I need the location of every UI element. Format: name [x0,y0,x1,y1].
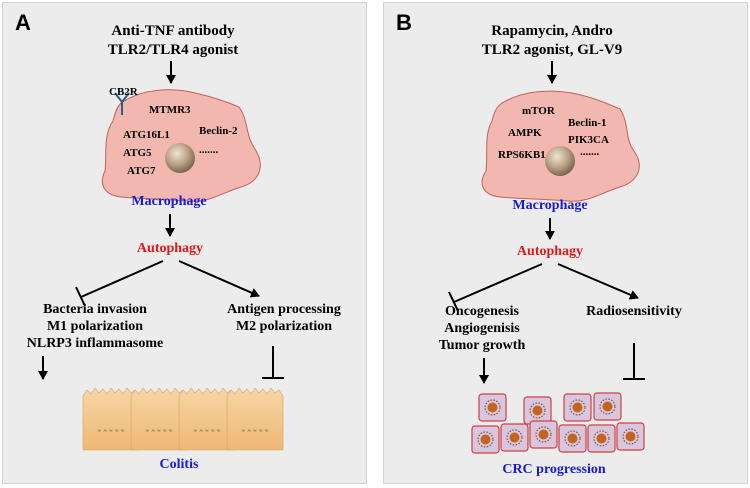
epithelial-cell: ≈ ≈ ≈ ≈ ≈ [82,387,140,451]
inhibited-3: Tumor growth [439,338,526,353]
tumor-cell [593,392,622,421]
tumor-cell [529,420,558,449]
promoted-1: Antigen processing [227,302,341,317]
gene-dots: ....... [580,146,600,158]
tumor-cell [563,393,592,422]
cell-label: Macrophage [131,194,206,209]
inhibited-2: Angiogenisis [444,321,520,336]
svg-text:≈ ≈ ≈ ≈ ≈: ≈ ≈ ≈ ≈ ≈ [97,428,124,434]
inhibited-1: Oncogenesis [445,304,519,319]
panel-b: B Rapamycin, Andro TLR2 agonist, GL-V9 m… [383,2,748,484]
svg-text:≈ ≈ ≈ ≈ ≈: ≈ ≈ ≈ ≈ ≈ [193,428,220,434]
svg-text:≈ ≈ ≈ ≈ ≈: ≈ ≈ ≈ ≈ ≈ [145,428,172,434]
tumor-cell [587,424,616,453]
nucleus [545,146,575,176]
gene-mtor: mTOR [522,105,556,117]
svg-text:≈ ≈ ≈ ≈ ≈: ≈ ≈ ≈ ≈ ≈ [241,428,268,434]
gene-pik3ca: PIK3CA [568,134,609,146]
epithelial-cell: ≈ ≈ ≈ ≈ ≈ [130,387,188,451]
process-label: Autophagy [137,241,203,256]
promoted-1: Radiosensitivity [586,304,682,319]
promotion-branch [178,260,260,298]
tumor-tissue [471,392,645,454]
gene-rps6kb1: RPS6KB1 [498,149,546,161]
gene-atg7: ATG7 [127,165,156,177]
panel-a-letter: A [15,10,31,35]
gene-beclin2: Beclin-2 [199,125,238,137]
inhibited-2: M1 polarization [47,319,143,334]
inhibition-bar [75,286,86,307]
cb2r-receptor-icon [114,92,130,115]
colonic-epithelium: ≈ ≈ ≈ ≈ ≈ ≈ ≈ ≈ ≈ ≈ ≈ ≈ ≈ ≈ ≈ ≈ ≈ ≈ ≈ ≈ [82,387,284,451]
receptor-label: CB2R [109,86,139,98]
tumor-cell [478,393,507,422]
gene-dots: ....... [199,144,219,156]
gene-atg16l1: ATG16L1 [123,129,170,141]
tumor-cell [523,396,552,425]
panel-a: A Anti-TNF antibody TLR2/TLR4 agonist CB… [2,2,367,484]
inhibition-branch [80,260,164,298]
cell-label: Macrophage [512,198,587,213]
tumor-cell [500,423,529,452]
stimulus-line-2: TLR2/TLR4 agonist [108,42,238,58]
tumor-cell [558,424,587,453]
gene-mtmr3: MTMR3 [149,104,191,116]
gene-ampk: AMPK [508,127,542,139]
inhibition-bar [448,291,459,312]
inhibition-branch [453,263,543,303]
outcome-label: CRC progression [502,462,606,477]
panel-b-letter: B [396,10,412,35]
epithelial-cell: ≈ ≈ ≈ ≈ ≈ [226,387,284,451]
promoted-2: M2 polarization [236,319,332,334]
inhibited-1: Bacteria invasion [43,302,147,317]
process-label: Autophagy [517,244,583,259]
outcome-label: Colitis [160,457,199,472]
panel-b-diagram: B Rapamycin, Andro TLR2 agonist, GL-V9 m… [396,10,682,477]
tumor-cell [471,425,500,454]
promotion-branch [557,263,639,300]
gene-beclin1: Beclin-1 [568,117,607,129]
inhibited-3: NLRP3 inflammasome [27,336,164,351]
stimulus-line-2: TLR2 agonist, GL-V9 [482,42,622,58]
stimulus-line-1: Rapamycin, Andro [491,23,612,39]
nucleus [165,143,195,173]
epithelial-cell: ≈ ≈ ≈ ≈ ≈ [178,387,236,451]
panel-a-diagram: A Anti-TNF antibody TLR2/TLR4 agonist CB… [15,10,341,472]
stimulus-line-1: Anti-TNF antibody [111,23,235,39]
gene-atg5: ATG5 [123,147,152,159]
tumor-cell [616,422,645,451]
